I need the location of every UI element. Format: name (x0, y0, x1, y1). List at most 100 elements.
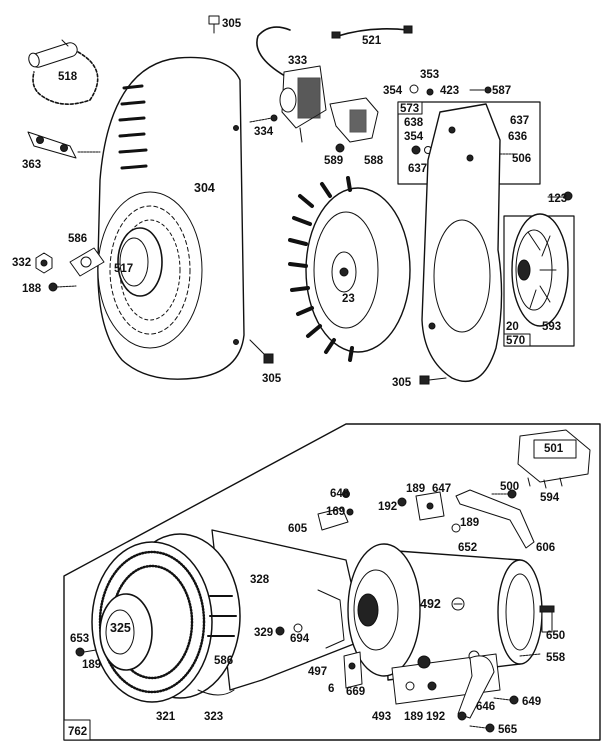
generator-kit-outline (63, 423, 601, 741)
label-334: 334 (254, 126, 274, 138)
label-321: 321 (156, 711, 176, 723)
small-parts-353-587 (409, 84, 492, 96)
pulley-fan-321 (91, 533, 241, 703)
label-637: 637 (408, 163, 427, 175)
label-518: 518 (58, 71, 78, 83)
label-492: 492 (420, 597, 441, 611)
blower-housing-304 (97, 56, 245, 380)
label-506: 506 (512, 153, 531, 165)
label-189-c: 189 (82, 659, 101, 671)
label-354-b: 354 (404, 131, 424, 143)
bracket-605 (317, 490, 354, 531)
label-332: 332 (12, 257, 31, 269)
screw-188 (48, 282, 77, 292)
label-354: 354 (383, 85, 403, 97)
washers-189-192 (405, 681, 437, 691)
label-636: 636 (508, 131, 527, 143)
label-329: 329 (254, 627, 273, 639)
label-694: 694 (290, 633, 310, 645)
label-521: 521 (362, 35, 382, 47)
label-586: 586 (68, 233, 87, 245)
label-353: 353 (420, 69, 439, 81)
label-669: 669 (346, 686, 365, 698)
label-587: 587 (492, 85, 511, 97)
screw-334 (249, 114, 278, 123)
screw-305-top (208, 15, 220, 34)
label-517: 517 (114, 263, 133, 275)
backplate (421, 103, 503, 383)
label-565: 565 (498, 724, 518, 736)
label-605: 605 (288, 523, 308, 535)
label-606: 606 (536, 542, 555, 554)
label-6: 6 (328, 683, 334, 695)
label-189-b: 189 (460, 517, 479, 529)
label-189-d: 189 (404, 711, 423, 723)
label-20: 20 (506, 321, 519, 333)
parts-329-694 (275, 623, 303, 636)
label-594: 594 (540, 492, 560, 504)
label-188: 188 (22, 283, 42, 295)
label-589: 589 (324, 155, 343, 167)
screw-305-housing (249, 339, 274, 364)
screw-565 (469, 723, 495, 733)
label-652: 652 (458, 542, 477, 554)
plate-586 (69, 247, 105, 277)
label-189: 189 (406, 483, 425, 495)
label-762: 762 (68, 726, 87, 738)
flywheel-23 (288, 176, 411, 362)
label-646: 646 (476, 701, 495, 713)
group-box-570 (503, 213, 575, 347)
label-558: 558 (546, 652, 566, 664)
bracket-588 (329, 97, 379, 153)
adjusting-arm-646 (457, 655, 495, 721)
label-328: 328 (250, 574, 270, 586)
label-573: 573 (400, 103, 419, 115)
label-323: 323 (204, 711, 223, 723)
label-333: 333 (288, 55, 307, 67)
label-647: 647 (432, 483, 451, 495)
screw-558 (519, 653, 541, 657)
bracket-363 (27, 131, 101, 159)
label-653: 653 (70, 633, 89, 645)
label-648: 648 (330, 488, 350, 500)
label-169: 169 (326, 506, 345, 518)
label-192: 192 (378, 501, 397, 513)
bracket-669 (343, 651, 363, 689)
label-325: 325 (110, 621, 131, 635)
handle-518 (28, 39, 99, 105)
wire-521 (331, 25, 413, 39)
nut-332 (35, 252, 53, 274)
screw-653 (75, 647, 97, 657)
label-497: 497 (308, 666, 327, 678)
screw-123 (547, 191, 573, 201)
regulator-501 (517, 429, 591, 489)
ignition-coil-333 (256, 26, 327, 143)
label-650: 650 (546, 630, 565, 642)
label-638: 638 (404, 117, 424, 129)
label-363: 363 (22, 159, 41, 171)
label-23: 23 (342, 293, 355, 305)
label-637-b: 637 (510, 115, 529, 127)
part-labels: 305 521 518 333 353 354 423 587 573 638 … (12, 18, 567, 738)
label-305: 305 (222, 18, 242, 30)
label-305-b: 305 (392, 377, 412, 389)
label-588: 588 (364, 155, 384, 167)
label-304: 304 (194, 181, 215, 195)
label-123: 123 (548, 193, 567, 205)
screw-305-backplate (419, 375, 447, 385)
label-192-b: 192 (426, 711, 445, 723)
parts-192-647 (397, 491, 461, 533)
label-570: 570 (506, 335, 525, 347)
label-305-c: 305 (262, 373, 282, 385)
screw-649 (493, 695, 519, 705)
label-423: 423 (440, 85, 459, 97)
generator-492 (347, 543, 555, 705)
label-501: 501 (544, 443, 564, 455)
bracket-606 (455, 489, 535, 549)
label-493: 493 (372, 711, 391, 723)
label-593: 593 (542, 321, 561, 333)
label-586-b: 586 (214, 655, 233, 667)
label-500: 500 (500, 481, 519, 493)
label-649: 649 (522, 696, 541, 708)
